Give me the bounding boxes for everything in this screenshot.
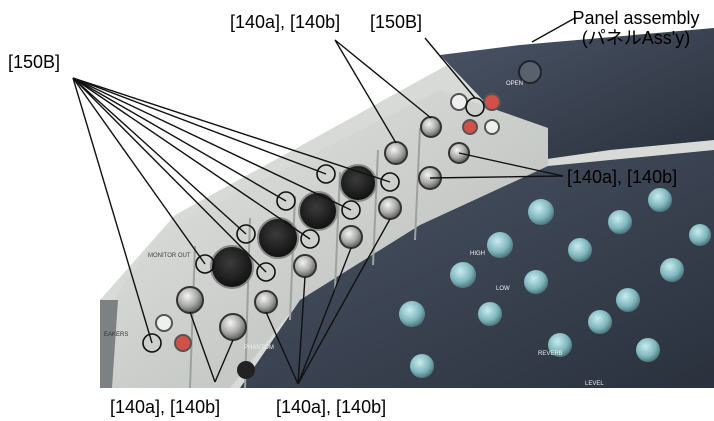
screw-circle [276, 191, 296, 211]
knob [487, 232, 513, 258]
rca-jack-white [155, 314, 173, 332]
xlr-jack [257, 217, 299, 259]
knob [524, 270, 548, 294]
screw-circle [195, 254, 215, 274]
phone-jack [254, 290, 278, 314]
knob [548, 333, 572, 357]
knob [450, 262, 476, 288]
knob [399, 301, 425, 327]
top-dark-rear-panel [440, 28, 714, 160]
knob [478, 302, 502, 326]
callout-140ab-bottom-right: [140a], [140b] [276, 397, 387, 417]
screw-circle [316, 164, 336, 184]
screw-circle [341, 200, 361, 220]
xlr-inputs [210, 164, 377, 289]
input-panel [112, 90, 548, 388]
phone-jack [293, 254, 317, 278]
panel-assembly-line2: (パネルAss'y) [581, 28, 691, 48]
phone-jack [384, 141, 408, 165]
rca-jack-white [484, 119, 500, 135]
eq-knobs [399, 188, 711, 378]
knob [608, 210, 632, 234]
knob [588, 310, 612, 334]
channel-dividers [189, 127, 421, 389]
screw-circle [142, 333, 162, 353]
knob [616, 288, 640, 312]
callout-150b-left: [150B] [8, 52, 61, 72]
rca-jacks [155, 93, 501, 352]
phone-jack [176, 286, 204, 314]
mixer-photo: MONITOR OUT PHANTOM ON HIGH LOW REVERB L… [100, 28, 714, 389]
knob [528, 199, 554, 225]
power-knob [518, 60, 542, 84]
xlr-jack [298, 191, 338, 231]
reverb-label: REVERB [538, 351, 563, 357]
screw-circle [380, 172, 400, 192]
knob [568, 238, 592, 262]
knob [410, 354, 434, 378]
phantom-switch [237, 361, 255, 379]
open-label: OPEN [506, 81, 523, 87]
xlr-jack [210, 245, 254, 289]
callout-140ab-bottom-left: [140a], [140b] [110, 397, 221, 417]
phone-jack [420, 116, 442, 138]
phone-jack [219, 313, 247, 341]
phone-jacks [176, 116, 470, 341]
rca-jack-red [174, 334, 192, 352]
rca-jack-red [462, 119, 478, 135]
callout-140ab-right: [140a], [140b] [567, 167, 678, 187]
rca-jack-red [483, 93, 501, 111]
knob [689, 224, 711, 246]
monitor-out-label: MONITOR OUT [148, 253, 191, 259]
leader-lines [72, 17, 576, 385]
screw-circle [256, 262, 276, 282]
knob [660, 258, 684, 282]
callout-panel-assembly: Panel assembly (パネルAss'y) [566, 8, 706, 48]
high-label: HIGH [470, 251, 485, 257]
panel-assembly-line1: Panel assembly [572, 8, 700, 28]
left-edge-panel [100, 300, 118, 388]
callout-150b-top: [150B] [370, 12, 423, 32]
phone-jack [339, 225, 363, 249]
xlr-jack [339, 164, 377, 202]
level-label: LEVEL [585, 381, 604, 387]
rca-jack-white [450, 93, 468, 111]
callout-140ab-top: [140a], [140b] [230, 12, 341, 32]
knob [636, 338, 660, 362]
phone-jack [378, 196, 402, 220]
speakers-label: EAKERS [104, 332, 128, 338]
screw-markers [142, 97, 485, 353]
panel-printed-labels: MONITOR OUT PHANTOM ON HIGH LOW REVERB L… [104, 81, 604, 387]
knob [648, 188, 672, 212]
low-label: LOW [496, 286, 510, 292]
phantom-label: PHANTOM [244, 345, 274, 351]
screw-circle [236, 224, 256, 244]
on-label: ON [262, 368, 271, 374]
screw-circle [300, 229, 320, 249]
